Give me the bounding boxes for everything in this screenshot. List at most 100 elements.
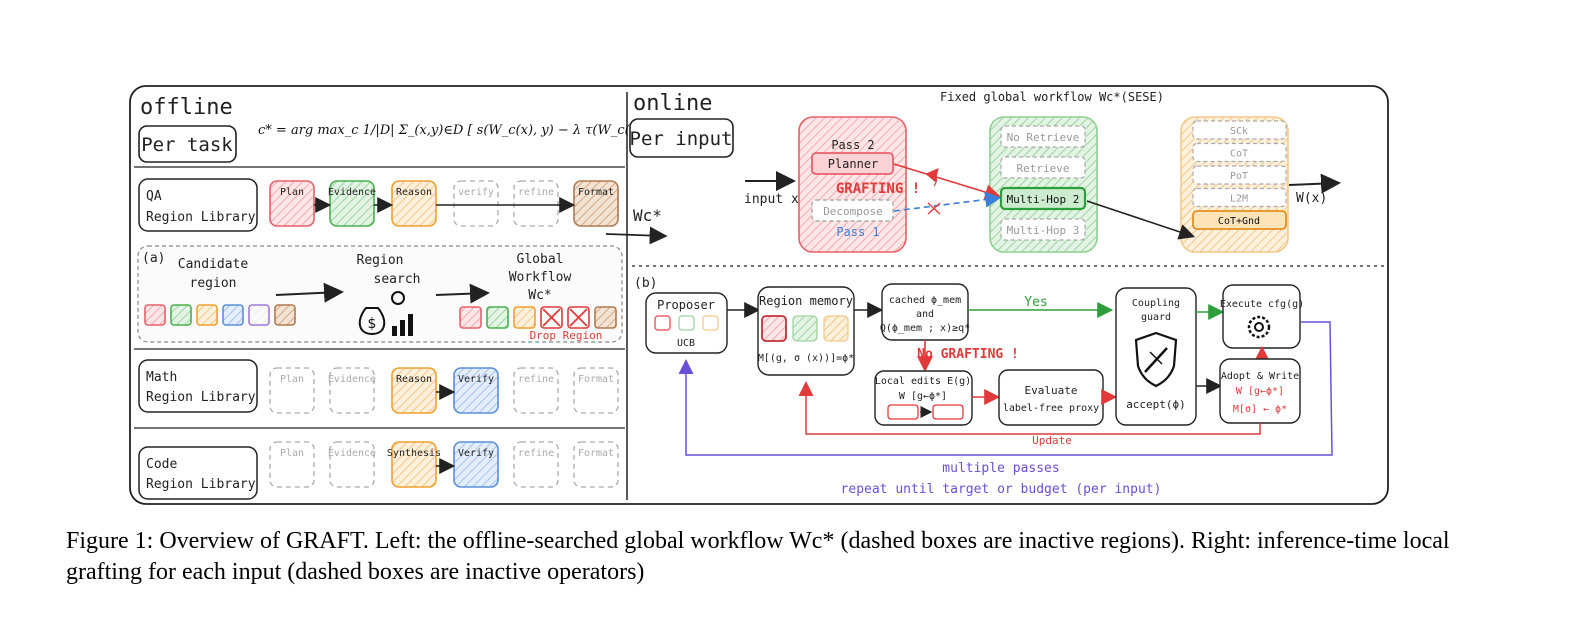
retrieval-op-multi-hop-3 bbox=[1000, 218, 1086, 241]
workflow-region-chip bbox=[486, 306, 509, 329]
coupling-guard-box bbox=[1115, 287, 1197, 426]
math-region-reason bbox=[391, 367, 437, 414]
candidate-label-1: Candidate bbox=[178, 257, 249, 272]
qa-region-label-refine: refine bbox=[518, 187, 554, 198]
candidate-region-chip bbox=[196, 304, 218, 326]
math-library-line1: Math bbox=[146, 370, 177, 385]
qa-region-label-evidence: Evidence bbox=[328, 187, 376, 198]
money-search-icon: $ bbox=[358, 291, 413, 336]
math-region-label-verify: Verify bbox=[458, 374, 494, 385]
edit-after-chip bbox=[932, 404, 964, 420]
code-region-refine bbox=[513, 441, 559, 488]
global-workflow-label-3: Wc* bbox=[528, 288, 551, 303]
planner-label: Planner bbox=[828, 157, 879, 171]
code-region-evidence bbox=[329, 441, 375, 488]
edit-before-chip bbox=[887, 404, 919, 420]
pass1-label: Pass 1 bbox=[836, 225, 879, 239]
code-region-label-synthesis: Synthesis bbox=[387, 448, 441, 459]
grafting-swap-mark bbox=[925, 168, 939, 187]
math-region-evidence bbox=[329, 367, 375, 414]
retrieval-op-retrieve bbox=[1000, 156, 1086, 179]
math-library-line2: Region Library bbox=[146, 390, 256, 405]
coupling-line1: Coupling bbox=[1132, 298, 1180, 309]
math-region-plan bbox=[269, 367, 315, 414]
reason-op-cot-gnd bbox=[1192, 210, 1287, 230]
memory-red-db bbox=[761, 315, 787, 342]
update-loop-line bbox=[798, 381, 1261, 435]
proposer-chip-green bbox=[678, 315, 695, 331]
qa-region-plan bbox=[269, 180, 315, 227]
objective-formula: c* = arg max_c 1/|D| Σ_(x,y)∈D [ s(W_c(x… bbox=[258, 123, 657, 138]
reason-op-label-sck: SCk bbox=[1230, 126, 1248, 137]
memory-equation: M[(g, σ (x))]=ϕ* bbox=[758, 353, 854, 364]
region-search-label-1: Region bbox=[357, 253, 404, 268]
planner-op bbox=[811, 152, 894, 175]
qa-region-label-format: Format bbox=[578, 187, 614, 198]
no-grafting-label: No GRAFTING ! bbox=[917, 347, 1019, 362]
math-region-label-refine: refine bbox=[518, 374, 554, 385]
code-region-label-refine: refine bbox=[518, 448, 554, 459]
multihop-to-cotgnd-arrow bbox=[1086, 200, 1196, 240]
proposer-chip-orange bbox=[702, 315, 719, 331]
grafting-label: GRAFTING ! bbox=[836, 181, 920, 197]
qa-library-box bbox=[138, 178, 258, 232]
execute-label: Execute cfg(g) bbox=[1220, 299, 1304, 310]
math-region-refine bbox=[513, 367, 559, 414]
drop-region-label: Drop Region bbox=[530, 329, 603, 342]
workflow-region-chip bbox=[513, 306, 536, 329]
code-library-line2: Region Library bbox=[146, 477, 256, 492]
outer-frame bbox=[129, 85, 1389, 505]
qa-region-label-verify: verify bbox=[458, 187, 494, 198]
fixed-workflow-title: Fixed global workflow Wc*(SESE) bbox=[940, 90, 1164, 104]
retrieval-op-label-retrieve: Retrieve bbox=[1017, 162, 1070, 175]
wc-output-label: Wc* bbox=[633, 206, 662, 225]
panel-b-label: (b) bbox=[634, 276, 657, 291]
qa-library-line1: QA bbox=[146, 189, 162, 204]
reason-op-sck bbox=[1192, 120, 1287, 140]
output-arrow bbox=[1288, 173, 1341, 194]
accept-label: accept(ϕ) bbox=[1126, 398, 1186, 411]
qa-region-label-reason: Reason bbox=[396, 187, 432, 198]
memory-orange-db bbox=[823, 315, 849, 342]
reason-op-l2m bbox=[1192, 187, 1287, 208]
code-region-label-format: Format bbox=[578, 448, 614, 459]
decompose-to-multihop-arrow bbox=[893, 191, 1002, 212]
retrieval-op-label-multi-hop-3: Multi-Hop 3 bbox=[1007, 224, 1080, 237]
loop-line1: multiple passes bbox=[942, 461, 1059, 476]
wc-output-arrow bbox=[605, 226, 668, 245]
qa-library-line2: Region Library bbox=[146, 210, 256, 225]
cached-line2: and bbox=[916, 309, 934, 320]
evaluate-box bbox=[998, 369, 1104, 426]
reason-op-cot bbox=[1192, 142, 1287, 163]
math-region-label-plan: Plan bbox=[280, 374, 304, 385]
local-edits-line1: Local edits E(g) bbox=[875, 376, 971, 387]
evaluate-line2: label-free proxy bbox=[1003, 403, 1099, 414]
cached-line1: cached ϕ_mem bbox=[889, 295, 961, 306]
code-region-plan bbox=[269, 441, 315, 488]
adopt-line3: M[σ] ← ϕ* bbox=[1233, 404, 1287, 415]
candidate-region-chip bbox=[274, 304, 296, 326]
grafting-cross-mark bbox=[927, 202, 941, 215]
qa-region-refine bbox=[513, 180, 559, 227]
code-region-synthesis bbox=[391, 441, 437, 488]
reason-op-pot bbox=[1192, 165, 1287, 185]
per-task-box bbox=[138, 125, 237, 163]
candidate-to-search-arrow bbox=[275, 282, 344, 303]
local-edits-line2: W [g←ϕ*] bbox=[899, 391, 947, 402]
proposer-label: Proposer bbox=[657, 298, 715, 312]
math-region-label-evidence: Evidence bbox=[328, 374, 376, 385]
code-region-format bbox=[573, 441, 619, 488]
candidate-region-chip bbox=[144, 304, 166, 326]
adopt-line1: Adopt & Write bbox=[1221, 371, 1299, 382]
reason-op-label-cot: CoT bbox=[1230, 149, 1248, 160]
drop-cross-mark bbox=[569, 308, 588, 327]
math-region-label-reason: Reason bbox=[396, 374, 432, 385]
math-region-label-format: Format bbox=[578, 374, 614, 385]
gear-icon bbox=[1247, 315, 1271, 339]
figure-caption: Figure 1: Overview of GRAFT. Left: the o… bbox=[66, 528, 1450, 585]
ucb-label: UCB bbox=[677, 338, 695, 349]
output-label: W(x) bbox=[1296, 191, 1327, 206]
planner-to-multihop-arrow bbox=[893, 163, 1002, 200]
execute-box bbox=[1222, 284, 1301, 349]
retrieval-op-no-retrieve bbox=[1000, 125, 1086, 148]
